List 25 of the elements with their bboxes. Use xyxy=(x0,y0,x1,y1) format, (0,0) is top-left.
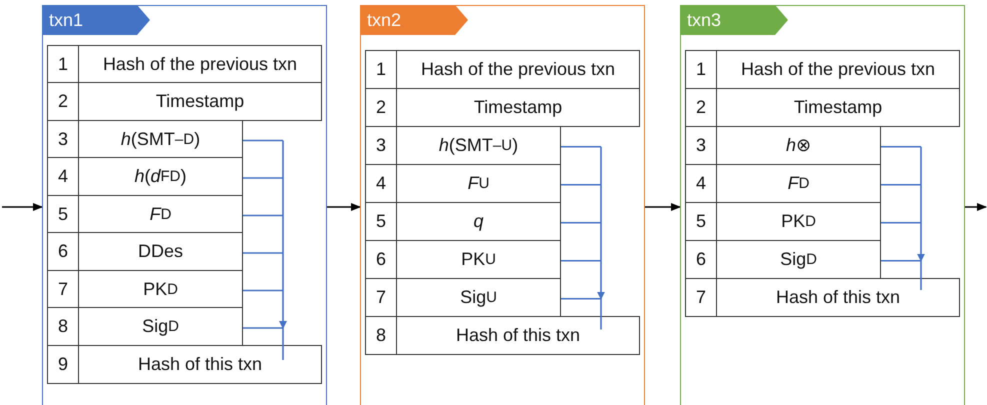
field-name: Hash of the previous txn xyxy=(102,52,298,76)
field-name: DDes xyxy=(136,240,184,263)
field-name: Timestamp xyxy=(792,96,884,119)
arrow xyxy=(965,203,987,211)
transaction-panel xyxy=(360,5,645,405)
field-name: q xyxy=(472,210,484,233)
field-name: Timestamp xyxy=(472,96,564,119)
arrow xyxy=(2,203,43,211)
transaction-tag: txn3 xyxy=(680,5,788,35)
field-name: Hash of the previous txn xyxy=(740,58,936,81)
row-number: 7 xyxy=(686,278,717,316)
transaction-tag: txn2 xyxy=(360,5,468,35)
field-name: Timestamp xyxy=(154,90,246,113)
arrow xyxy=(645,203,681,211)
row-number: 8 xyxy=(366,316,397,354)
field-name: Hash of this txn xyxy=(774,286,902,309)
field-name: Hash of this txn xyxy=(454,324,582,347)
transaction-panel xyxy=(680,5,965,405)
arrow xyxy=(327,203,361,211)
field-name: h⊗ xyxy=(784,134,812,158)
row-number: 9 xyxy=(48,346,79,382)
transaction-tag: txn1 xyxy=(42,5,150,35)
field-name: Hash of the previous txn xyxy=(420,58,616,81)
transaction-panel xyxy=(42,5,327,405)
field-name: Hash of this txn xyxy=(136,352,264,376)
